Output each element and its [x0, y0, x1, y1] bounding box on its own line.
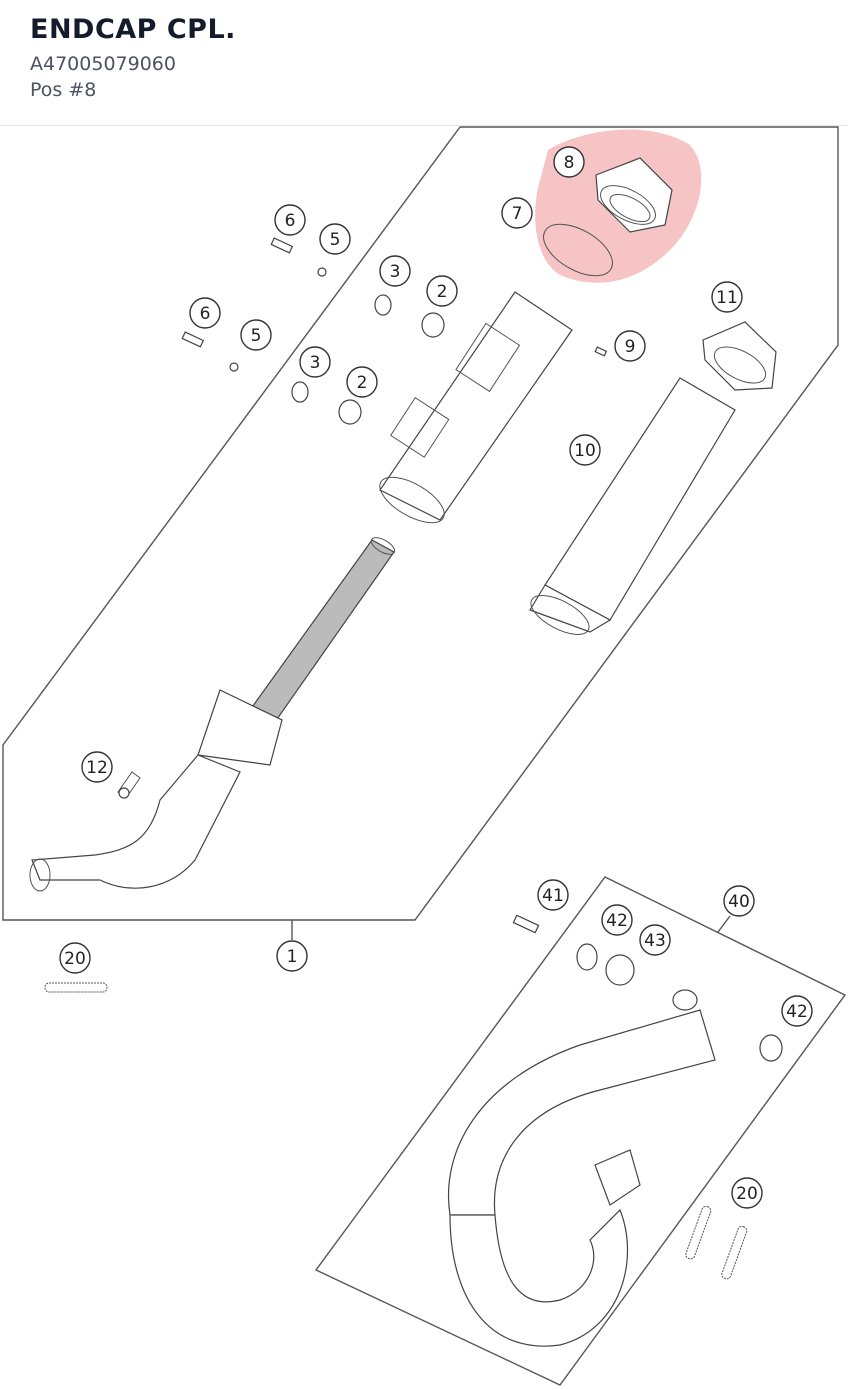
callout-20[interactable]: 20: [731, 1177, 763, 1209]
svg-text:42: 42: [606, 911, 628, 931]
svg-text:43: 43: [644, 931, 666, 951]
callout-12[interactable]: 12: [81, 751, 113, 783]
callout-43[interactable]: 43: [639, 924, 671, 956]
svg-text:20: 20: [64, 949, 86, 969]
silencer-housing: [379, 291, 573, 524]
callout-42[interactable]: 42: [781, 995, 813, 1027]
endcap-part-11: [702, 321, 777, 391]
callout-9[interactable]: 9: [614, 330, 646, 362]
hardware-grommets: [338, 312, 635, 986]
svg-text:6: 6: [285, 211, 296, 231]
callout-3[interactable]: 3: [299, 346, 331, 378]
svg-text:41: 41: [542, 886, 564, 906]
gasket-part-7: [543, 223, 613, 277]
header-pipe-part-40: [448, 989, 716, 1347]
leader-line-40: [717, 915, 731, 933]
svg-text:8: 8: [564, 153, 575, 173]
callout-20[interactable]: 20: [59, 942, 91, 974]
hardware-screws: [181, 237, 608, 934]
callout-41[interactable]: 41: [537, 879, 569, 911]
callout-5[interactable]: 5: [319, 223, 351, 255]
svg-text:10: 10: [574, 441, 596, 461]
svg-text:9: 9: [625, 337, 636, 357]
callout-6[interactable]: 6: [274, 204, 306, 236]
svg-text:11: 11: [716, 288, 738, 308]
svg-text:2: 2: [357, 373, 368, 393]
callout-1[interactable]: 1: [276, 940, 308, 972]
callout-6[interactable]: 6: [189, 297, 221, 329]
svg-text:2: 2: [437, 282, 448, 302]
silencer-sleeve-part-10: [529, 377, 736, 635]
callout-10[interactable]: 10: [569, 434, 601, 466]
callout-3[interactable]: 3: [379, 255, 411, 287]
callout-40[interactable]: 40: [723, 885, 755, 917]
svg-text:3: 3: [310, 353, 321, 373]
svg-text:20: 20: [736, 1184, 758, 1204]
header-pipe: [29, 689, 283, 892]
svg-text:5: 5: [330, 230, 341, 250]
clamp-part-12: [117, 771, 141, 799]
hardware-washers: [229, 267, 783, 1062]
callout-2[interactable]: 2: [346, 366, 378, 398]
svg-text:12: 12: [86, 758, 108, 778]
perforated-core: [249, 537, 396, 723]
callout-42[interactable]: 42: [601, 904, 633, 936]
svg-text:3: 3: [390, 262, 401, 282]
svg-text:7: 7: [512, 204, 523, 224]
svg-text:42: 42: [786, 1002, 808, 1022]
part-title: ENDCAP CPL.: [30, 14, 236, 45]
part-header: ENDCAP CPL. A47005079060 Pos #8: [0, 0, 848, 126]
endcap-part-8[interactable]: [594, 157, 673, 233]
springs-part-20: [44, 982, 748, 1280]
assembly-frame-upper: [2, 126, 839, 921]
svg-text:5: 5: [251, 326, 262, 346]
svg-text:6: 6: [200, 304, 211, 324]
part-number: A47005079060: [30, 53, 176, 75]
callout-8[interactable]: 8: [553, 146, 585, 178]
part-position: Pos #8: [30, 79, 97, 101]
assembly-frame-lower: [314, 876, 847, 1386]
callout-11[interactable]: 11: [711, 281, 743, 313]
svg-text:1: 1: [287, 947, 298, 967]
callout-5[interactable]: 5: [240, 319, 272, 351]
svg-text:40: 40: [728, 892, 750, 912]
callout-2[interactable]: 2: [426, 275, 458, 307]
callout-7[interactable]: 7: [501, 197, 533, 229]
